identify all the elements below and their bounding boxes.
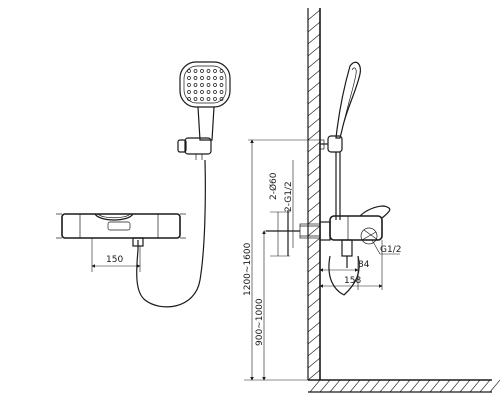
shower-nozzles [187, 69, 224, 101]
dim-900-1000-label: 900~1000 [255, 298, 265, 346]
side-view: 1200~1600 900~1000 2-Ø60 2-G1/2 G1/2 84 … [243, 8, 500, 393]
nozzle [187, 69, 191, 73]
nozzle [213, 97, 217, 101]
floor [308, 379, 500, 393]
nozzle [187, 97, 191, 101]
nozzle [219, 76, 224, 80]
shower-hose [136, 159, 206, 308]
depth-dimensions [319, 240, 383, 290]
floor-hatching [309, 379, 500, 393]
nozzle [193, 90, 198, 94]
dim-150-label: 150 [106, 255, 123, 265]
nozzle [193, 83, 198, 87]
nozzle [213, 83, 217, 87]
nozzle [193, 76, 198, 80]
thermostatic-mixer-front [56, 213, 186, 247]
nozzle [213, 76, 217, 80]
dim-holes-label: 2-Ø60 [268, 172, 279, 200]
nozzle [200, 69, 204, 73]
nozzle [219, 97, 224, 101]
nozzle [206, 76, 211, 80]
dim-1200-1600-label: 1200~1600 [243, 242, 253, 296]
outlet-thread-callout [371, 239, 400, 255]
nozzle [206, 97, 211, 101]
mixer-side [300, 205, 391, 296]
nozzle [200, 90, 204, 94]
nozzle [200, 76, 204, 80]
hand-shower-head [179, 61, 231, 141]
nozzle [206, 90, 211, 94]
nozzle [206, 83, 211, 87]
height-dimensions [244, 139, 320, 381]
nozzle [200, 83, 204, 87]
nozzle [187, 90, 191, 94]
nozzle [206, 69, 211, 73]
wall-hatching [307, 9, 321, 381]
nozzle [219, 69, 224, 73]
front-view: 150 [56, 61, 231, 308]
nozzle [200, 97, 204, 101]
dim-158-label: 158 [344, 276, 361, 286]
nozzle [213, 69, 217, 73]
nozzle [193, 97, 198, 101]
nozzle [187, 76, 191, 80]
dim-thread-wall-label: 2-G1/2 [284, 181, 294, 212]
nozzle [219, 90, 224, 94]
width-dimension [91, 238, 141, 272]
shower-holder [177, 137, 212, 160]
nozzle [187, 83, 191, 87]
wall [307, 8, 321, 381]
dim-84-label: 84 [358, 260, 370, 270]
nozzle [193, 69, 198, 73]
hand-shower-side [319, 61, 361, 220]
dim-g12-label: G1/2 [380, 245, 401, 255]
nozzle [213, 90, 217, 94]
nozzle [219, 83, 224, 87]
